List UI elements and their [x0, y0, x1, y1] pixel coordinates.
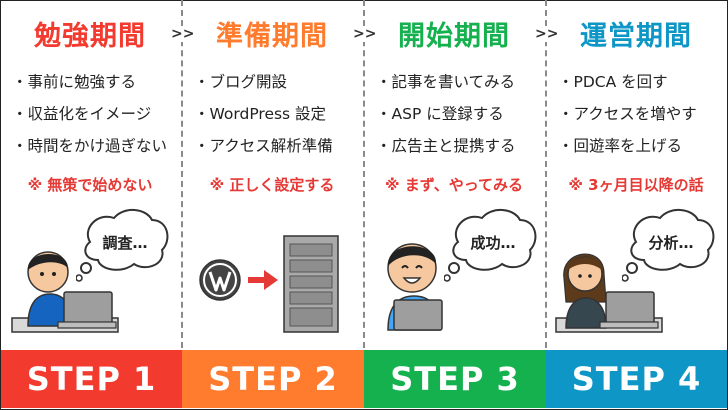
- list-item: ・収益化をイメージ: [12, 105, 152, 123]
- list-item: ・ASP に登録する: [376, 105, 504, 123]
- step-4-list: ・PDCA を回す ・アクセスを増やす ・回遊率を上げる: [558, 68, 697, 164]
- server-icon: [283, 235, 339, 333]
- list-item: ・アクセス解析準備: [194, 137, 333, 155]
- step-3-list: ・記事を書いてみる ・ASP に登録する ・広告主と提携する: [376, 68, 516, 164]
- step-arrow: >>: [353, 26, 377, 42]
- step-3-footer: STEP 3: [364, 350, 546, 408]
- thought-bubble: [76, 209, 169, 282]
- step-4-note: ※ 3ヶ月目以降の話: [568, 176, 704, 194]
- student-at-laptop-illustration: [11, 251, 119, 333]
- step-1-footer: STEP 1: [1, 350, 182, 408]
- list-item: ・時間をかけ過ぎない: [12, 137, 168, 155]
- bubble-text: 調査…: [102, 234, 148, 252]
- step-3-title: 開始期間: [398, 21, 510, 52]
- list-item: ・記事を書いてみる: [376, 73, 516, 91]
- step-4-title: 運営期間: [580, 21, 692, 52]
- step-3-column: 開始期間 ・記事を書いてみる ・ASP に登録する ・広告主と提携する ※ まず…: [366, 0, 542, 348]
- list-item: ・アクセスを増やす: [558, 105, 697, 123]
- step-2-title: 準備期間: [216, 21, 328, 52]
- step-1-column: 勉強期間 ・事前に勉強する ・収益化をイメージ ・時間をかけ過ぎない ※ 無策で…: [2, 0, 178, 348]
- step-1-list: ・事前に勉強する ・収益化をイメージ ・時間をかけ過ぎない: [12, 68, 167, 164]
- step-2-column: 準備期間 ・ブログ開設 ・WordPress 設定 ・アクセス解析準備 ※ 正し…: [184, 0, 360, 348]
- wordpress-logo-icon: [199, 259, 241, 301]
- step-1-note: ※ 無策で始めない: [27, 176, 153, 194]
- list-item: ・回遊率を上げる: [558, 137, 683, 155]
- step-2-footer: STEP 2: [182, 350, 364, 408]
- list-item: ・PDCA を回す: [558, 73, 668, 91]
- step-2-list: ・ブログ開設 ・WordPress 設定 ・アクセス解析準備: [194, 68, 333, 164]
- separator: [363, 0, 365, 348]
- separator: [181, 0, 183, 348]
- businesswoman-at-laptop-illustration: [555, 253, 663, 333]
- bubble-text: 成功…: [470, 234, 516, 252]
- step-4-footer: STEP 4: [546, 350, 727, 408]
- separator: [545, 0, 547, 348]
- step-arrow: >>: [535, 26, 559, 42]
- smiling-man-at-laptop-illustration: [387, 243, 443, 331]
- step-arrow: >>: [171, 26, 195, 42]
- thought-bubble: [444, 209, 537, 282]
- list-item: ・広告主と提携する: [376, 137, 516, 155]
- step-3-note: ※ まず、やってみる: [384, 176, 523, 194]
- thought-bubble: [622, 209, 715, 282]
- list-item: ・ブログ開設: [194, 73, 288, 91]
- list-item: ・事前に勉強する: [12, 73, 137, 91]
- bubble-text: 分析…: [648, 234, 694, 252]
- step-4-column: 運営期間 ・PDCA を回す ・アクセスを増やす ・回遊率を上げる ※ 3ヶ月目…: [548, 0, 724, 348]
- step-2-note: ※ 正しく設定する: [209, 176, 335, 194]
- arrow-right-icon: [248, 270, 278, 290]
- step-1-title: 勉強期間: [34, 21, 146, 52]
- list-item: ・WordPress 設定: [194, 105, 327, 123]
